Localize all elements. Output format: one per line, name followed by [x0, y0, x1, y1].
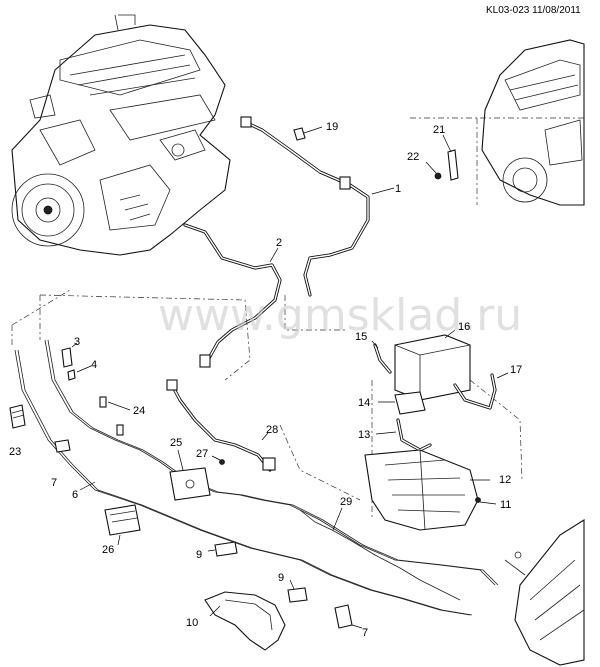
- callout-22: 22: [407, 151, 419, 163]
- callout-12: 12: [499, 474, 511, 486]
- bolt-27: [211, 455, 225, 465]
- callout-24: 24: [133, 405, 145, 417]
- watermark: www.gmsklad.ru: [158, 290, 522, 341]
- hose-28: [166, 379, 276, 472]
- callout-15: 15: [355, 331, 367, 343]
- bracket-26: [104, 504, 141, 546]
- callout-25: 25: [170, 437, 182, 449]
- callout-17: 17: [510, 364, 522, 376]
- callout-26: 26: [102, 544, 114, 556]
- clip-4: [67, 365, 92, 381]
- hose-1: [240, 116, 395, 297]
- callout-19: 19: [326, 121, 338, 133]
- callout-3: 3: [74, 336, 80, 348]
- figure-code: KL03-023 11/08/2011: [486, 5, 581, 16]
- callout-6: 6: [72, 489, 78, 501]
- bracket-21: [442, 134, 459, 181]
- hose-13: [375, 418, 432, 452]
- junction-25: [169, 449, 211, 501]
- sensor-23: [9, 404, 26, 429]
- hose-15: [371, 340, 392, 374]
- shield-10: [204, 591, 286, 651]
- callout-27: 27: [196, 448, 208, 460]
- bolt-22: [425, 161, 442, 180]
- callout-16: 16: [458, 321, 470, 333]
- line-6: [14, 349, 473, 616]
- clip-19: [293, 126, 323, 141]
- callout-23: 23: [9, 446, 21, 458]
- engine-illustration: [11, 14, 231, 256]
- callout-9-lower: 9: [278, 572, 284, 584]
- callout-2: 2: [276, 237, 282, 249]
- callout-14: 14: [358, 397, 370, 409]
- valve-14: [378, 391, 426, 415]
- callouts: 1 2 3 4 6 7 7 9 9 10 11 12 13 14 15 16 1…: [9, 121, 522, 639]
- callout-21: 21: [433, 124, 445, 136]
- connector-3: [61, 342, 78, 368]
- callout-11: 11: [500, 499, 511, 511]
- line-29: [299, 507, 461, 601]
- callout-9-upper: 9: [196, 549, 202, 561]
- canister-16: [394, 329, 471, 401]
- engine-inset: [410, 39, 585, 206]
- callout-13: 13: [358, 429, 370, 441]
- clip-7-left: [54, 439, 71, 453]
- callout-7-bottom: 7: [362, 627, 368, 639]
- clip-7-bottom: [334, 604, 363, 629]
- callout-7-left: 7: [51, 477, 57, 489]
- hose-17: [453, 372, 509, 410]
- hose-2: [183, 223, 282, 368]
- chassis-structure: [504, 519, 585, 666]
- callout-1: 1: [395, 183, 401, 195]
- bolt-11: [475, 497, 497, 505]
- callout-29: 29: [340, 496, 352, 508]
- callout-10: 10: [186, 617, 198, 629]
- callout-4: 4: [91, 359, 97, 371]
- line-24: [44, 339, 499, 586]
- bracket-12: [364, 449, 490, 531]
- callout-28: 28: [266, 424, 278, 436]
- clip-9-upper: [207, 541, 238, 557]
- clip-9-lower: [287, 579, 308, 603]
